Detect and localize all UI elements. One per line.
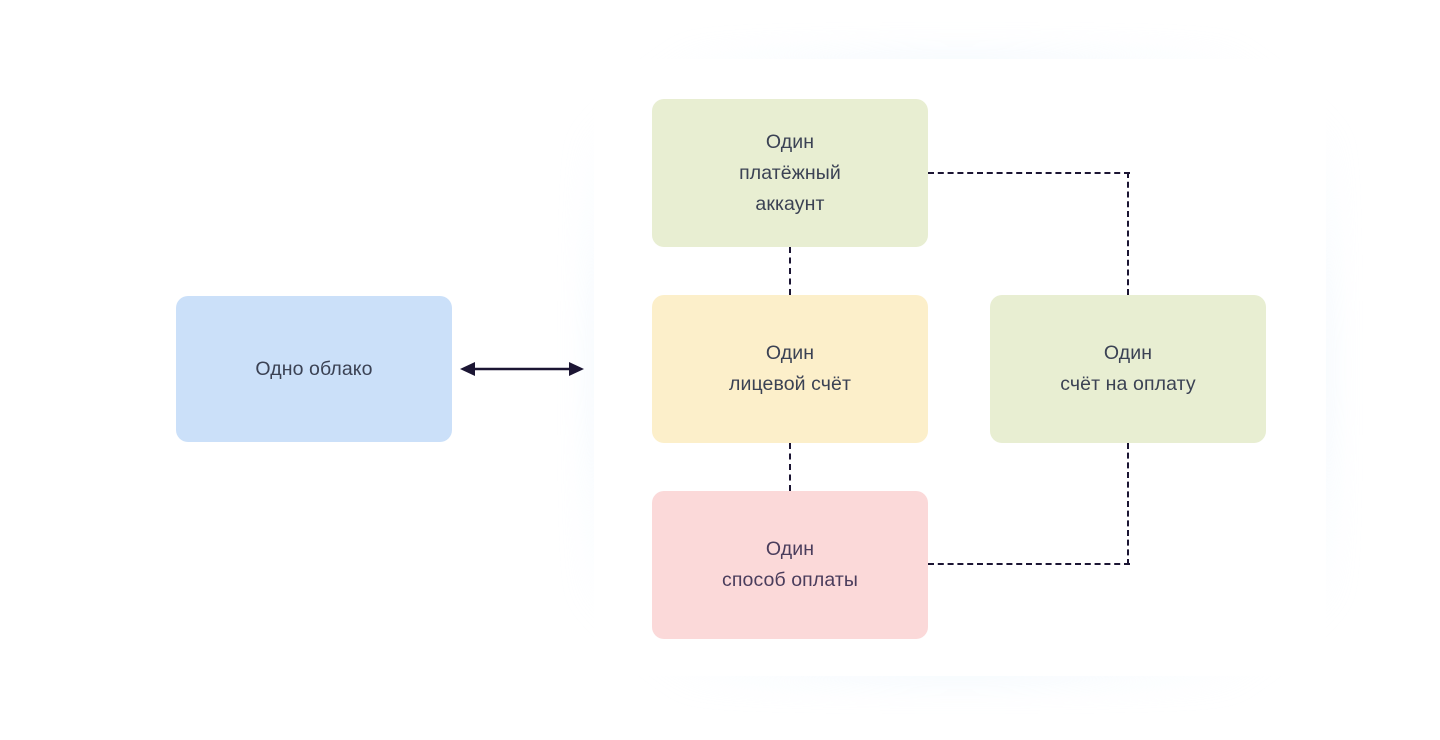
node-cloud[interactable]: Одно облако [176,296,452,442]
connector-personal-account-to-payment-method [789,443,791,491]
node-payment-method[interactable]: Один способ оплаты [652,491,928,639]
node-invoice[interactable]: Один счёт на оплату [990,295,1266,443]
connector-account-to-invoice-vertical [1127,172,1129,295]
connector-account-to-invoice-horizontal [928,172,1130,174]
node-personal-account[interactable]: Один лицевой счёт [652,295,928,443]
connector-payment-method-to-invoice-horizontal [928,563,1130,565]
connector-account-to-personal-account [789,247,791,295]
node-payment-account[interactable]: Один платёжный аккаунт [652,99,928,247]
connector-payment-method-to-invoice-vertical [1127,443,1129,565]
double-arrow-icon [458,355,586,383]
